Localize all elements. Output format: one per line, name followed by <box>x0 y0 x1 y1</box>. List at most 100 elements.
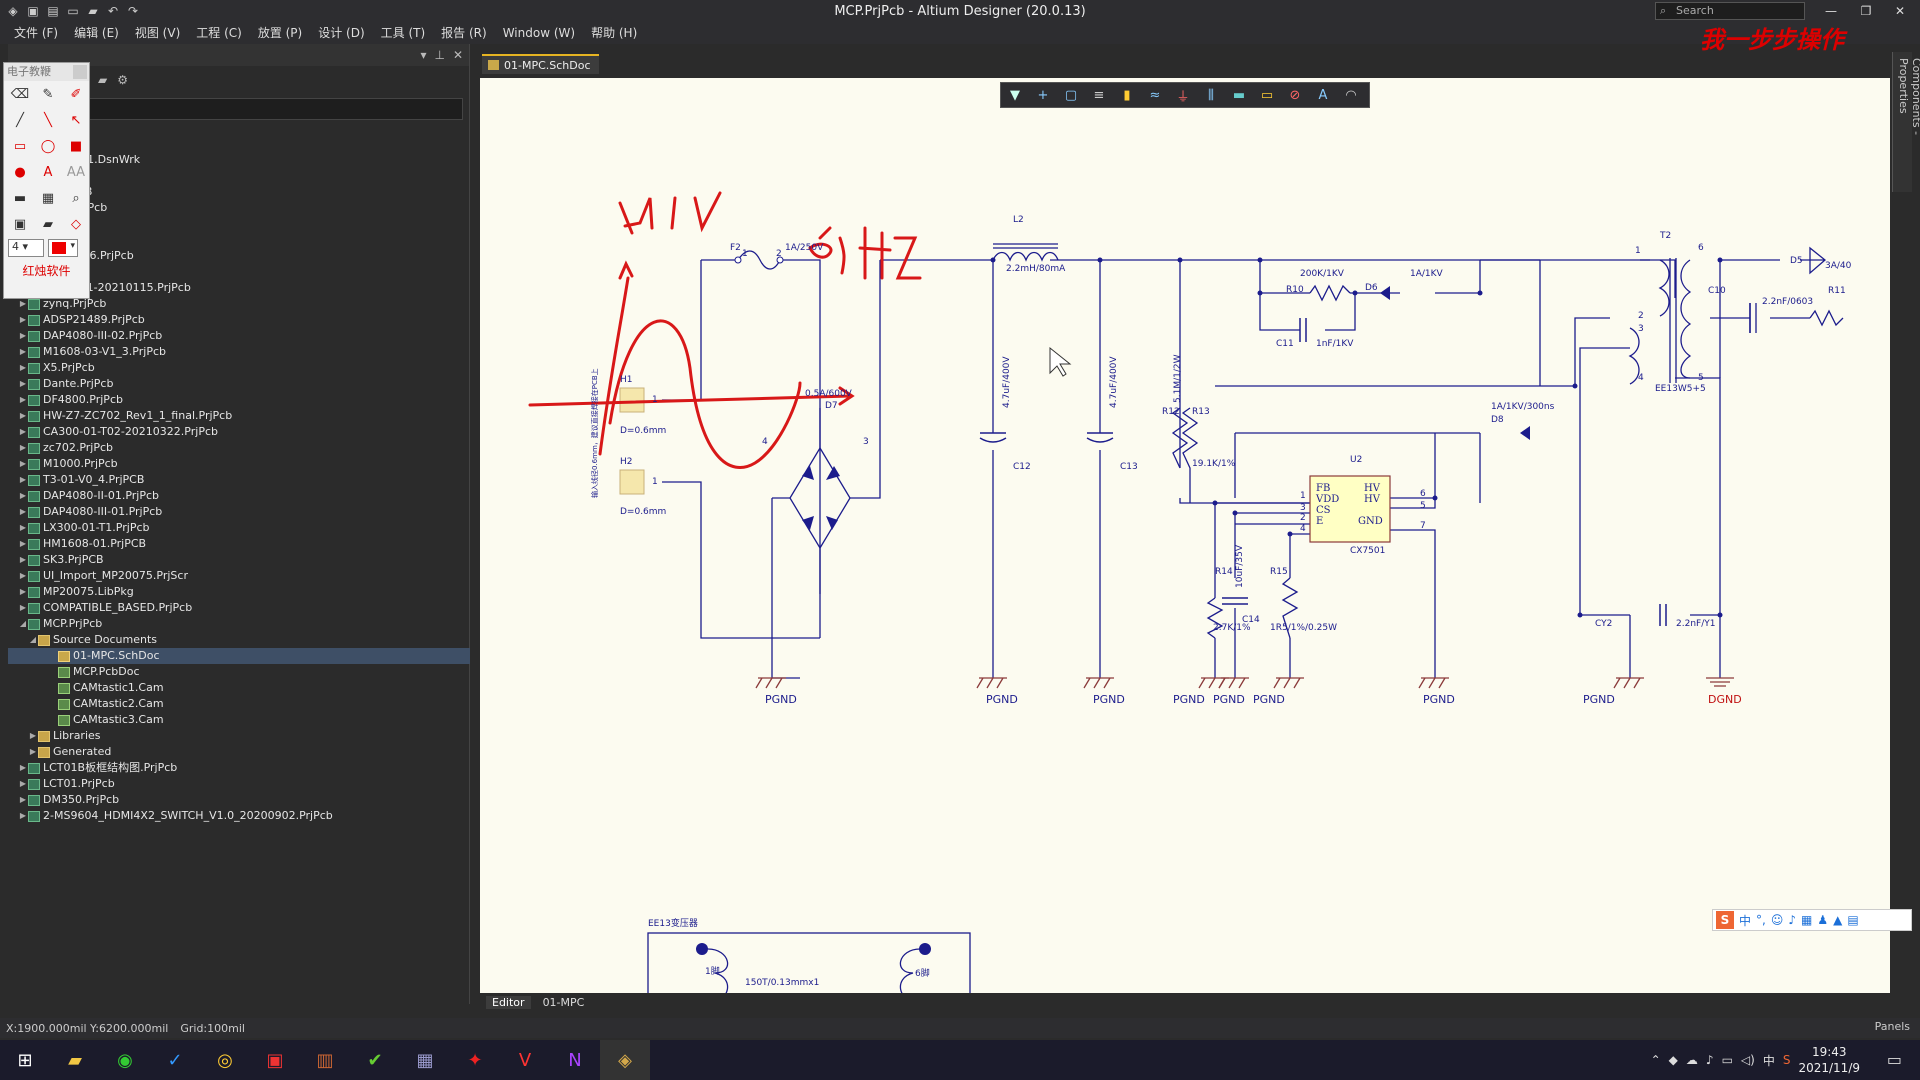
menu-project[interactable]: 工程 (C) <box>196 26 242 40</box>
tree-item[interactable]: ▶COMPATIBLE_BASED.PrjPcb <box>8 600 470 616</box>
expand-toggle-icon[interactable]: ▶ <box>19 363 27 372</box>
expand-toggle-icon[interactable]: ▶ <box>19 331 27 340</box>
search-input[interactable]: ⌕Search <box>1655 2 1805 20</box>
restore-button[interactable]: ❐ <box>1860 4 1872 18</box>
expand-toggle-icon[interactable]: ▶ <box>19 539 27 548</box>
ime-lang[interactable]: 中 <box>1739 913 1752 928</box>
app-green-icon[interactable]: ◉ <box>117 1049 133 1071</box>
app-red-bird-icon[interactable]: ✦ <box>467 1049 483 1071</box>
color-select[interactable]: ▾ <box>48 239 78 257</box>
align-icon[interactable]: ≡ <box>1093 87 1105 103</box>
expand-toggle-icon[interactable]: ▶ <box>19 587 27 596</box>
ime-indicator[interactable]: 中 <box>1762 1053 1775 1068</box>
microphone-icon[interactable]: ♪ <box>1788 913 1797 927</box>
menu-help[interactable]: 帮助 (H) <box>591 26 638 40</box>
expand-toggle-icon[interactable]: ▶ <box>19 491 27 500</box>
save-icon[interactable]: ▣ <box>27 4 39 18</box>
expand-toggle-icon[interactable]: ▶ <box>19 507 27 516</box>
emoji-icon[interactable]: ☺ <box>1770 913 1784 927</box>
keyboard-icon[interactable]: ▦ <box>1801 913 1813 927</box>
chevron-up-icon[interactable]: ⌃ <box>1650 1053 1661 1067</box>
text-icon[interactable]: A <box>1318 87 1328 103</box>
more-icon[interactable]: ▤ <box>1847 913 1859 927</box>
expand-toggle-icon[interactable]: ▶ <box>19 603 27 612</box>
tree-item[interactable]: ▶zc702.PrjPcb <box>8 440 470 456</box>
open-project-icon[interactable]: ▰ <box>88 4 98 18</box>
user-icon[interactable]: ♟ <box>1817 913 1829 927</box>
app-shield-icon[interactable]: ✔ <box>367 1049 383 1071</box>
volume-icon[interactable]: ◁) <box>1740 1053 1755 1067</box>
altium-icon[interactable]: ◈ <box>600 1040 650 1080</box>
directive-icon[interactable]: ⊘ <box>1289 87 1301 103</box>
skin-icon[interactable]: ▲ <box>1833 913 1843 927</box>
notification-icon[interactable]: ▭ <box>1886 1050 1902 1069</box>
select-icon[interactable]: ▢ <box>1064 87 1078 103</box>
power-icon[interactable]: ⏚ <box>1176 89 1190 105</box>
tree-item[interactable]: ▶LCT01.PrjPcb <box>8 776 470 792</box>
line-icon[interactable]: ╲ <box>44 112 52 128</box>
tree-item[interactable]: ▶zynq.PrjPcb <box>8 296 470 312</box>
net-label-icon[interactable]: ▭ <box>1260 87 1274 103</box>
tree-item[interactable]: ▶SK3.PrjPCB <box>8 552 470 568</box>
expand-toggle-icon[interactable]: ▶ <box>19 427 27 436</box>
redo-icon[interactable]: ↷ <box>127 4 139 18</box>
tree-item[interactable]: ▶2-MS9604_HDMI4X2_SWITCH_V1.0_20200902.P… <box>8 808 470 824</box>
tree-item[interactable]: MCP.PcbDoc <box>8 664 470 680</box>
components-properties-strip[interactable]: Components - Properties <box>1892 52 1920 192</box>
tree-item[interactable]: ▶HM1608-01.PrjPCB <box>8 536 470 552</box>
expand-toggle-icon[interactable]: ▶ <box>19 811 27 820</box>
tree-item[interactable]: ▶DF4800.PrjPcb <box>8 392 470 408</box>
menu-window[interactable]: Window (W) <box>502 26 576 40</box>
tree-item[interactable]: CAMtastic2.Cam <box>8 696 470 712</box>
tree-item[interactable]: ▶MP20075.LibPkg <box>8 584 470 600</box>
tree-item[interactable]: ▶DAP4080-III-02.PrjPcb <box>8 328 470 344</box>
calculator-icon[interactable]: ▦ <box>416 1049 434 1071</box>
tree-item[interactable]: ◢MCP.PrjPcb <box>8 616 470 632</box>
onenote-icon[interactable]: N <box>568 1049 582 1071</box>
menu-edit[interactable]: 编辑 (E) <box>74 26 119 40</box>
panels-button[interactable]: Panels <box>1874 1020 1910 1033</box>
clear-icon[interactable]: ◇ <box>71 216 81 232</box>
tree-item[interactable]: ▶DM350.PrjPcb <box>8 792 470 808</box>
expand-toggle-icon[interactable]: ▶ <box>19 411 27 420</box>
part-icon[interactable]: ▮ <box>1123 87 1131 103</box>
filled-rect-icon[interactable]: ■ <box>69 138 83 154</box>
expand-toggle-icon[interactable]: ▶ <box>19 475 27 484</box>
image-icon[interactable]: ▦ <box>41 190 55 206</box>
tree-item[interactable]: ▶X5.PrjPcb <box>8 360 470 376</box>
expand-toggle-icon[interactable]: ▶ <box>19 315 27 324</box>
app-check-icon[interactable]: ✓ <box>167 1049 183 1071</box>
menu-reports[interactable]: 报告 (R) <box>441 26 487 40</box>
tree-item[interactable]: 01-MPC.SchDoc <box>8 648 470 664</box>
zoom-icon[interactable]: ⌕ <box>72 190 80 206</box>
app-brown-icon[interactable]: ▥ <box>316 1049 334 1071</box>
harness-icon[interactable]: ⫼ <box>1208 87 1214 103</box>
cloud-icon[interactable]: ☁ <box>1685 1053 1698 1067</box>
windows-start-icon[interactable]: ⊞ <box>17 1049 33 1071</box>
black-rect-icon[interactable]: ▬ <box>13 190 27 206</box>
marker-icon[interactable]: ✐ <box>70 86 82 102</box>
app-icon[interactable]: ◈ <box>8 4 18 18</box>
expand-toggle-icon[interactable]: ▶ <box>19 555 27 564</box>
file-explorer-icon[interactable]: ▰ <box>68 1049 82 1071</box>
tree-item[interactable]: ▶UI_Import_MP20075.PrjScr <box>8 568 470 584</box>
expand-toggle-icon[interactable]: ▶ <box>19 763 27 772</box>
expand-toggle-icon[interactable]: ▶ <box>29 731 37 740</box>
open-icon[interactable]: ▭ <box>67 4 79 18</box>
port-icon[interactable]: ▬ <box>1232 87 1246 103</box>
expand-toggle-icon[interactable]: ◢ <box>29 635 37 644</box>
filled-ellipse-icon[interactable]: ● <box>14 164 26 180</box>
eraser-icon[interactable]: ⌫ <box>10 86 30 102</box>
tree-item[interactable]: CAMtastic3.Cam <box>8 712 470 728</box>
tree-item[interactable]: ▶LCT01B板框结构图.PrjPcb <box>8 760 470 776</box>
save-all-icon[interactable]: ▤ <box>47 4 59 18</box>
schematic-canvas[interactable]: F2 1A/250V 1 2 H1 D=0.6mm H2 D=0.6mm 1 1… <box>480 78 1890 993</box>
open-folder-icon[interactable]: ▰ <box>43 216 53 232</box>
close-panel-icon[interactable]: ✕ <box>452 48 463 62</box>
pen-icon[interactable]: ✎ <box>42 86 54 102</box>
tree-item[interactable]: ◢Source Documents <box>8 632 470 648</box>
expand-toggle-icon[interactable]: ▶ <box>19 779 27 788</box>
line-width-select[interactable]: 4 ▾ <box>8 239 44 257</box>
tree-item[interactable]: ▶Dante.PrjPcb <box>8 376 470 392</box>
